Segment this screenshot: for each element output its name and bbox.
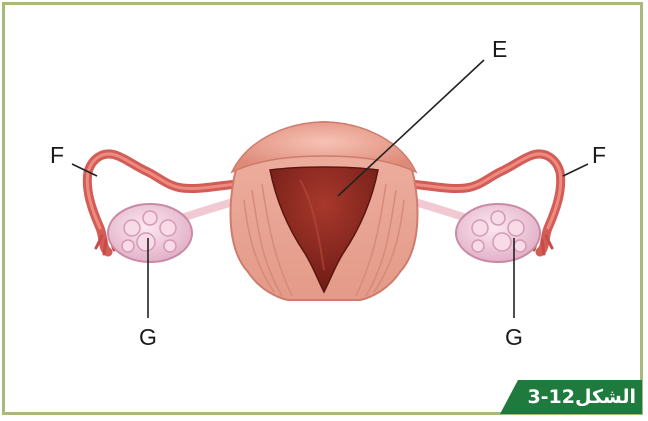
caption-word: الشكل bbox=[575, 386, 636, 408]
label-F-right: F bbox=[592, 144, 606, 167]
right-ovary bbox=[456, 204, 540, 262]
label-G-right: G bbox=[505, 326, 523, 349]
caption-number: 3-12 bbox=[527, 386, 575, 408]
left-ovary bbox=[108, 204, 192, 262]
figure-caption: 3-12الشكل bbox=[500, 380, 642, 414]
leader-line-F-right bbox=[563, 164, 588, 176]
label-F-left: F bbox=[50, 144, 64, 167]
label-E: E bbox=[492, 38, 507, 61]
label-G-left: G bbox=[139, 326, 157, 349]
caption-text: 3-12الشكل bbox=[527, 386, 636, 408]
